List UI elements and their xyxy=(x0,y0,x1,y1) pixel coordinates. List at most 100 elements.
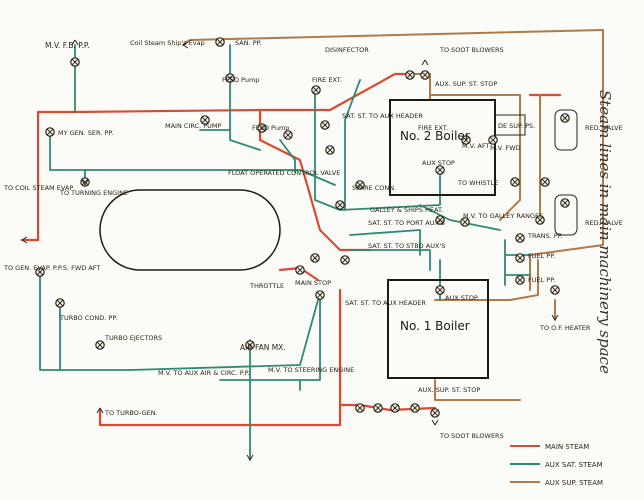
valve-of-heater xyxy=(550,285,560,295)
label-feed-top: FEED Pump xyxy=(222,76,259,84)
main-steam-to-throttle xyxy=(258,108,372,252)
main-engine-outline xyxy=(99,189,281,271)
red-valve-bottom-body xyxy=(554,194,578,236)
sat-stbd-aux xyxy=(349,249,431,271)
label-mv-fwd: M.V. FWD xyxy=(490,144,521,152)
valve-soot-top xyxy=(420,70,430,80)
valve-fuel-1 xyxy=(515,253,525,263)
arrow-coil-evap xyxy=(21,236,28,244)
label-red-valve-top: RED. VALVE xyxy=(585,124,623,132)
legend-label: AUX SUP. STEAM xyxy=(545,479,603,487)
valve-galley-ranges xyxy=(540,177,550,187)
legend-item: MAIN STEAM xyxy=(510,443,589,451)
label-disinfector: DISINFECTOR xyxy=(325,46,369,54)
main-steam-to-turbogen xyxy=(98,403,342,427)
sat-feed-pump xyxy=(279,139,296,173)
label-galley: GALLEY & SHIPS HEAT. xyxy=(370,206,443,214)
legend-item: AUX SAT. STEAM xyxy=(510,461,603,469)
de-super-body xyxy=(494,114,526,136)
label-no2-boiler: No. 2 Boiler xyxy=(400,129,470,143)
sat-port-aux xyxy=(349,229,421,256)
label-trans-pp: TRANS. PP. xyxy=(527,232,563,240)
sat-gen-ser-line xyxy=(49,129,336,186)
label-fuel-pp-2: FUEL PP. xyxy=(528,276,555,284)
valve-turbo-cond xyxy=(55,298,65,308)
label-whistle: TO WHISTLE xyxy=(457,179,498,187)
red-valve-top-body xyxy=(554,109,578,151)
label-my-gen: MY GEN. SER. PP. xyxy=(58,129,113,137)
label-soot-bottom: TO SOOT BLOWERS xyxy=(439,432,504,440)
valve-mv-fwd xyxy=(488,135,498,145)
aux-sup-stop-bottom xyxy=(434,379,521,401)
label-mv-fb-pp: M.V. F.B. P.P. xyxy=(45,41,90,50)
valve-sat-header xyxy=(335,200,345,210)
valve-main-stop xyxy=(315,290,325,300)
labels-layer: M.V. F.B. P.P. Coil Steam Ship's Evap SA… xyxy=(3,39,623,440)
label-main-stop: MAIN STOP xyxy=(295,279,331,287)
label-float-valve: FLOAT OPERATED CONTROL VALVE xyxy=(228,169,340,177)
valve-bottom-2 xyxy=(373,403,383,413)
sat-gen-evap xyxy=(39,274,131,371)
legend-item: AUX SUP. STEAM xyxy=(510,479,603,487)
arrow-turbo-gen xyxy=(96,407,104,414)
valve-soot-bottom xyxy=(430,408,440,418)
legend: MAIN STEAM AUX SAT. STEAM AUX SUP. STEAM xyxy=(510,443,603,487)
arrows-layer xyxy=(21,39,559,461)
label-de-super: DE SUP. PS. xyxy=(498,122,535,130)
label-san-pp: SAN. PP. xyxy=(235,39,262,47)
label-air-fan: AIR FAN MX. xyxy=(240,343,286,352)
label-sat-header-top: SAT. ST. TO AUX HEADER xyxy=(342,112,423,120)
valve-stbd xyxy=(310,253,320,263)
sat-galley xyxy=(419,204,501,231)
valve-aux-stop-no1 xyxy=(435,285,445,295)
label-red-valve-bottom: RED. VALVE xyxy=(585,219,623,227)
arrow-soot-top xyxy=(421,59,429,66)
diagram-title: Steam lines in main machinery space xyxy=(596,90,614,374)
aux-sup-to-no1 xyxy=(434,259,539,301)
label-galley-ranges: M.V. TO GALLEY RANGES xyxy=(463,212,543,220)
valve-san-pp xyxy=(215,37,225,47)
valve-port-aux xyxy=(340,255,350,265)
label-aux-stop-no1: AUX STOP xyxy=(445,294,478,302)
sat-disinfector xyxy=(344,79,361,211)
label-turbo-cond: TURBO COND. PP. xyxy=(59,314,117,322)
valve-fire-ext xyxy=(311,85,321,95)
valve-aux-stop-no2 xyxy=(435,165,445,175)
label-aux-stop: AUX STOP xyxy=(422,159,455,167)
label-fire-ext-left: FIRE EXT. xyxy=(312,76,342,84)
boiler-no2 xyxy=(389,99,496,196)
label-aux-sup-top: AUX. SUP. ST. STOP xyxy=(435,80,497,88)
valve-throttle xyxy=(295,265,305,275)
label-spare-conn: SPARE CONN. xyxy=(352,184,396,192)
arrow-mv-fb-pp xyxy=(71,39,79,46)
valve-bottom-1 xyxy=(355,403,365,413)
sat-aux-stop-no2 xyxy=(339,174,441,211)
valve-red-top xyxy=(560,113,570,123)
boiler-no1 xyxy=(387,279,489,379)
sat-turbo-ejectors xyxy=(129,299,319,371)
label-port-aux: SAT. ST. TO PORT AUX'S xyxy=(368,219,445,227)
arrow-soot-bottom xyxy=(431,419,439,426)
label-aux-air-circ: M.V. TO AUX AIR & CIRC. P.P. xyxy=(158,369,250,377)
valve-feed-mid-2 xyxy=(283,130,293,140)
label-fire-ext-right: FIRE EXT. xyxy=(418,124,448,132)
label-sat-header-bottom: SAT. ST. TO AUX HEADER xyxy=(345,299,426,307)
label-soot-top: TO SOOT BLOWERS xyxy=(439,46,504,54)
aux-sup-to-no2 xyxy=(414,73,431,101)
pipes-layer xyxy=(20,29,604,461)
label-steering: M.V. TO STEERING ENGINE xyxy=(268,366,354,374)
sat-fire-ext xyxy=(314,89,341,211)
valve-fuel-2 xyxy=(515,275,525,285)
label-turning-engine: TO TURNING ENGINE xyxy=(59,189,128,197)
valve-bottom-3 xyxy=(390,403,400,413)
arrow-air-fan xyxy=(246,454,254,461)
valve-turbo-ejectors xyxy=(95,340,105,350)
legend-label: AUX SAT. STEAM xyxy=(545,461,603,469)
label-coil-evap: TO COIL STEAM EVAP xyxy=(3,184,73,192)
valve-disinfector xyxy=(320,120,330,130)
label-main-circ: MAIN CIRC. PUMP xyxy=(165,122,222,130)
main-steam-bottom-run xyxy=(338,403,437,412)
arrow-coil-steam xyxy=(182,41,189,49)
